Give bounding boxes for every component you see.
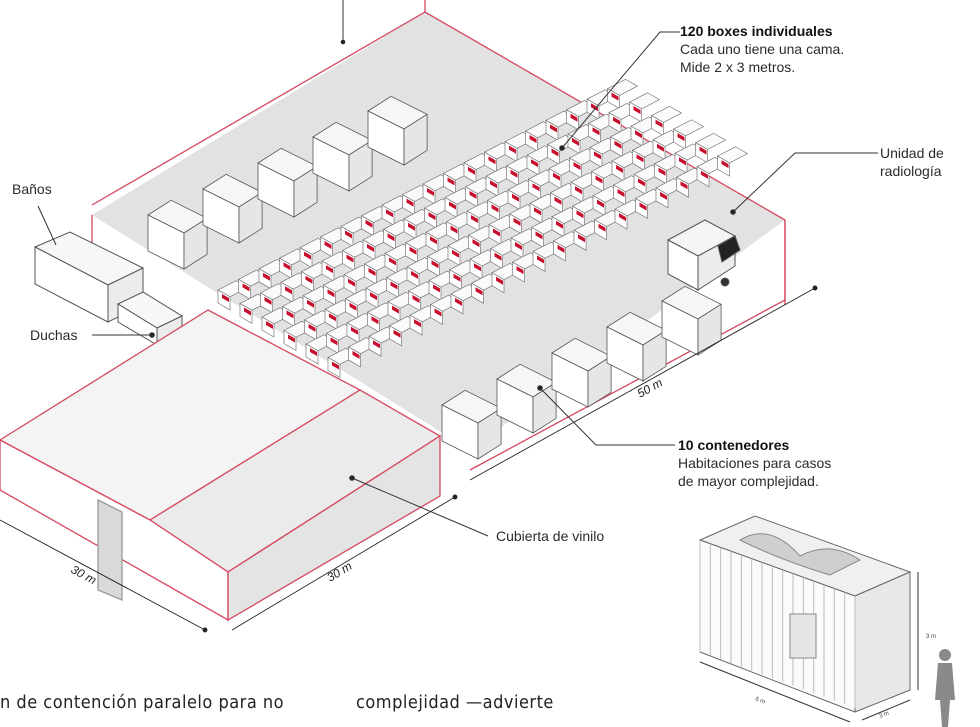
banos-structure: [33, 231, 184, 346]
container-height-label: 3 m: [926, 634, 936, 640]
leader-lines: [37, 31, 878, 537]
containers-callout: 10 contenedores Habitaciones para casos …: [678, 436, 831, 490]
containers-title: 10 contenedores: [678, 437, 790, 453]
article-text-right: complejidad —advierte: [356, 692, 554, 713]
containers-desc-1: Habitaciones para casos: [678, 455, 832, 471]
duchas-label: Duchas: [30, 327, 78, 343]
containers-desc-2: de mayor complejidad.: [678, 473, 819, 489]
radiology-line-1: Unidad de: [880, 145, 944, 161]
boxes-desc-1: Cada uno tiene una cama.: [680, 41, 845, 57]
container-detail-illustration: [698, 515, 919, 723]
dimension-30m-width: 30 m: [69, 562, 99, 587]
radiology-callout: Unidad de radiología: [880, 144, 944, 180]
dimension-30m-depth: 30 m: [324, 559, 354, 585]
boxes-callout: 120 boxes individuales Cada uno tiene un…: [680, 22, 844, 76]
person-silhouette: [935, 649, 955, 727]
radiology-line-2: radiología: [880, 163, 942, 179]
front-containers: [441, 285, 722, 460]
boxes-title: 120 boxes individuales: [680, 23, 833, 39]
container-length-label: 6 m: [754, 696, 766, 705]
individual-boxes: [217, 78, 749, 379]
vinyl-cover-label: Cubierta de vinilo: [496, 528, 605, 544]
radiology-truck: [666, 219, 741, 291]
dimension-lines: [0, 285, 818, 633]
container-width-label: 3 m: [879, 711, 891, 720]
banos-label: Baños: [12, 181, 52, 197]
back-containers: [147, 95, 428, 270]
article-text-left: n de contención paralelo para no: [0, 692, 285, 713]
boxes-desc-2: Mide 2 x 3 metros.: [680, 59, 796, 75]
vinyl-cover-tent: [0, 309, 442, 622]
